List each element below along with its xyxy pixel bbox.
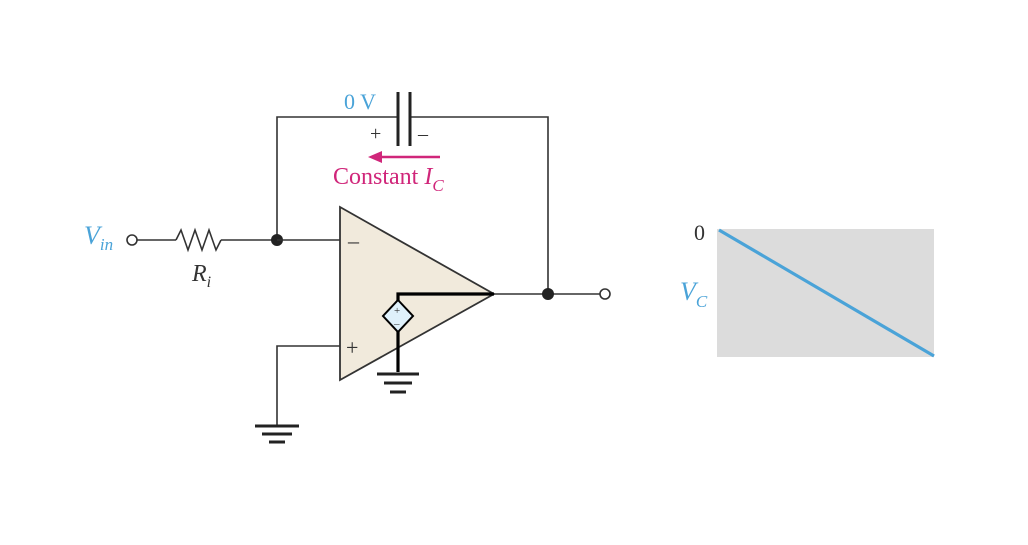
resistor-symbol: R <box>191 261 207 287</box>
resistor <box>175 227 222 253</box>
current-arrow <box>368 151 440 163</box>
dependent-voltage-source <box>381 298 415 334</box>
resistor-subscript: i <box>207 274 211 291</box>
capacitor <box>396 92 412 146</box>
capacitor-voltage-ramp <box>718 228 935 358</box>
current-subscript: C <box>432 176 444 195</box>
source-plus-sign: + <box>394 305 400 317</box>
capacitor-voltage-label: 0 V <box>344 89 376 114</box>
constant-current-label: Constant IC <box>333 164 444 195</box>
input-voltage-subscript: in <box>100 235 113 254</box>
ground-symbol-left <box>255 424 299 444</box>
graph-vc-label: VC <box>680 277 708 311</box>
output-terminal <box>599 288 611 300</box>
capacitor-plus-sign: + <box>370 123 381 145</box>
feedback-loop <box>276 116 549 294</box>
input-voltage-label: Vin <box>84 221 113 254</box>
constant-current-text: Constant <box>333 164 424 190</box>
noninverting-input-sign: + <box>346 335 358 360</box>
inverting-input-sign: – <box>347 228 360 253</box>
graph-vc-subscript: C <box>696 292 708 311</box>
resistor-label: Ri <box>191 261 211 291</box>
input-voltage-symbol: V <box>84 221 103 250</box>
graph-vc-symbol: V <box>680 277 699 306</box>
input-terminal <box>126 234 138 246</box>
output-node <box>542 288 554 300</box>
current-symbol: I <box>423 164 433 190</box>
graph-zero-label: 0 <box>694 220 705 245</box>
ground-symbol-opamp <box>377 372 419 394</box>
capacitor-minus-sign: – <box>417 123 429 145</box>
source-minus-sign: – <box>393 318 400 330</box>
